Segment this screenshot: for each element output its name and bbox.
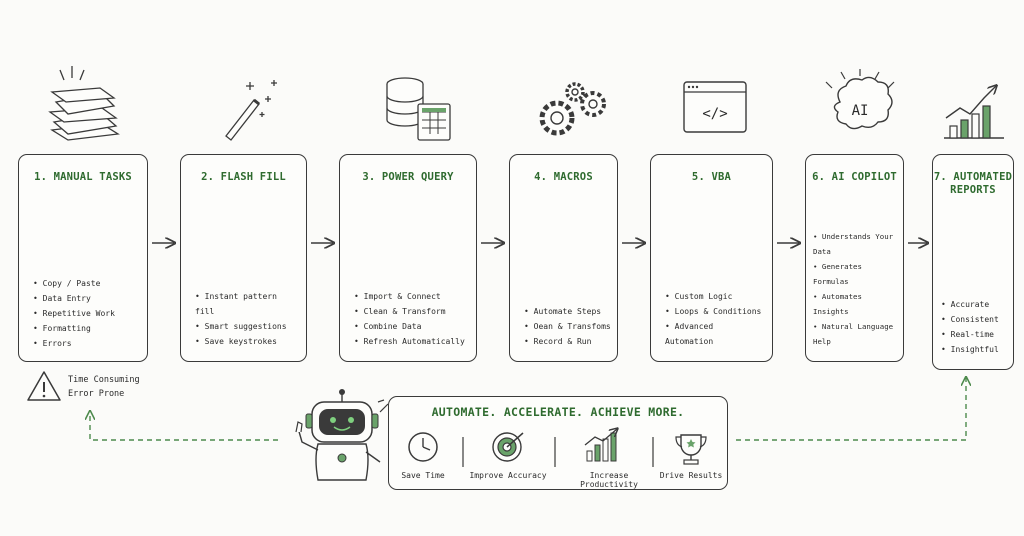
bullet-item: Consistent — [941, 312, 1007, 327]
bullet-item: Oean & Transfoms — [524, 319, 611, 334]
step-bullets: Understands Your Data Generates Formulas… — [813, 229, 897, 349]
robot-mascot-icon — [295, 389, 389, 481]
benefit-label: Drive Results — [659, 471, 723, 480]
step-bullets: Custom Logic Loops & Conditions Advanced… — [665, 289, 766, 349]
svg-text:AI: AI — [852, 103, 869, 119]
benefits-panel: AUTOMATE. ACCELERATE. ACHIEVE MORE. — [388, 396, 728, 490]
gears-icon — [539, 82, 606, 136]
bullet-item: Instant pattern fill — [195, 289, 300, 319]
bullet-item: Generates Formulas — [813, 259, 897, 289]
bullet-item: Real-time — [941, 327, 1007, 342]
bullet-item: Formatting — [33, 321, 141, 336]
benefit-icons — [408, 397, 707, 467]
target-icon — [492, 432, 524, 462]
step-title: 4. MACROS — [534, 171, 593, 183]
step-card-manual-tasks: 1. MANUAL TASKS Copy / Paste Data Entry … — [18, 154, 148, 362]
database-icon — [386, 77, 451, 141]
bullet-item: Advanced Automation — [665, 319, 766, 349]
bullet-item: Understands Your Data — [813, 229, 897, 259]
return-connectors — [90, 378, 966, 441]
bullet-item: Automates Insights — [813, 289, 897, 319]
bullet-item: Refresh Automatically — [354, 334, 470, 349]
step-card-power-query: 3. POWER QUERY Import & Connect Clean & … — [339, 154, 477, 362]
bullet-item: Copy / Paste — [33, 276, 141, 291]
trophy-icon — [675, 434, 707, 465]
warning-text: Time Consuming Error Prone — [68, 373, 140, 401]
benefit-label: Save Time — [401, 471, 445, 480]
ai-brain-icon: AI — [825, 69, 895, 130]
clock-icon — [408, 432, 438, 462]
step-bullets: Accurate Consistent Real-time Insightful — [941, 297, 1007, 357]
step-title: 5. VBA — [691, 171, 732, 183]
productivity-chart-icon — [584, 429, 617, 462]
svg-text:</>: </> — [702, 106, 727, 122]
benefit-label: Improve Accuracy — [469, 471, 547, 480]
step-title: 3. POWER QUERY — [362, 171, 454, 183]
bullet-item: Import & Connect — [354, 289, 470, 304]
bullet-item: Natural Language Help — [813, 319, 897, 349]
bullet-item: Data Entry — [33, 291, 141, 306]
bullet-item: Repetitive Work — [33, 306, 141, 321]
step-bullets: Instant pattern fill Smart suggestions S… — [195, 289, 300, 349]
warning-icon — [27, 371, 61, 401]
bullet-item: Automate Steps — [524, 304, 611, 319]
step-bullets: Copy / Paste Data Entry Repetitive Work … — [33, 276, 141, 351]
bullet-item: Errors — [33, 336, 141, 351]
warning-line: Error Prone — [68, 389, 125, 399]
step-card-automated-reports: 7. AUTOMATED REPORTS Accurate Consistent… — [932, 154, 1014, 370]
step-title: 2. FLASH FILL — [201, 171, 286, 183]
benefit-label: Increase Productivity — [580, 471, 638, 489]
step-title: 6. AI COPILOT — [812, 171, 897, 183]
growth-chart-icon — [944, 86, 1004, 139]
step-card-flash-fill: 2. FLASH FILL Instant pattern fill Smart… — [180, 154, 307, 362]
bullet-item: Custom Logic — [665, 289, 766, 304]
bullet-item: Clean & Transform — [354, 304, 470, 319]
bullet-item: Record & Run — [524, 334, 611, 349]
bullet-item: Insightful — [941, 342, 1007, 357]
step-bullets: Import & Connect Clean & Transform Combi… — [354, 289, 470, 349]
bullet-item: Smart suggestions — [195, 319, 300, 334]
step-title: 7. AUTOMATED REPORTS — [933, 171, 1013, 197]
step-title-line: 7. AUTOMATED — [933, 171, 1013, 183]
step-title: 1. MANUAL TASKS — [34, 171, 132, 183]
bullet-item: Accurate — [941, 297, 1007, 312]
warning-line: Time Consuming — [68, 375, 140, 385]
step-card-vba: 5. VBA Custom Logic Loops & Conditions A… — [650, 154, 773, 362]
paper-stack-icon — [48, 66, 120, 141]
bullet-item: Save keystrokes — [195, 334, 300, 349]
panel-title: AUTOMATE. ACCELERATE. ACHIEVE MORE. — [431, 405, 685, 419]
bullet-item: Loops & Conditions — [665, 304, 766, 319]
step-card-macros: 4. MACROS Automate Steps Oean & Transfom… — [509, 154, 618, 362]
step-bullets: Automate Steps Oean & Transfoms Record &… — [524, 304, 611, 349]
magic-wand-icon — [225, 80, 277, 141]
code-window-icon: </> — [683, 81, 747, 133]
step-card-ai-copilot: 6. AI COPILOT Understands Your Data Gene… — [805, 154, 904, 362]
bullet-item: Combine Data — [354, 319, 470, 334]
step-title-line: REPORTS — [950, 184, 996, 196]
